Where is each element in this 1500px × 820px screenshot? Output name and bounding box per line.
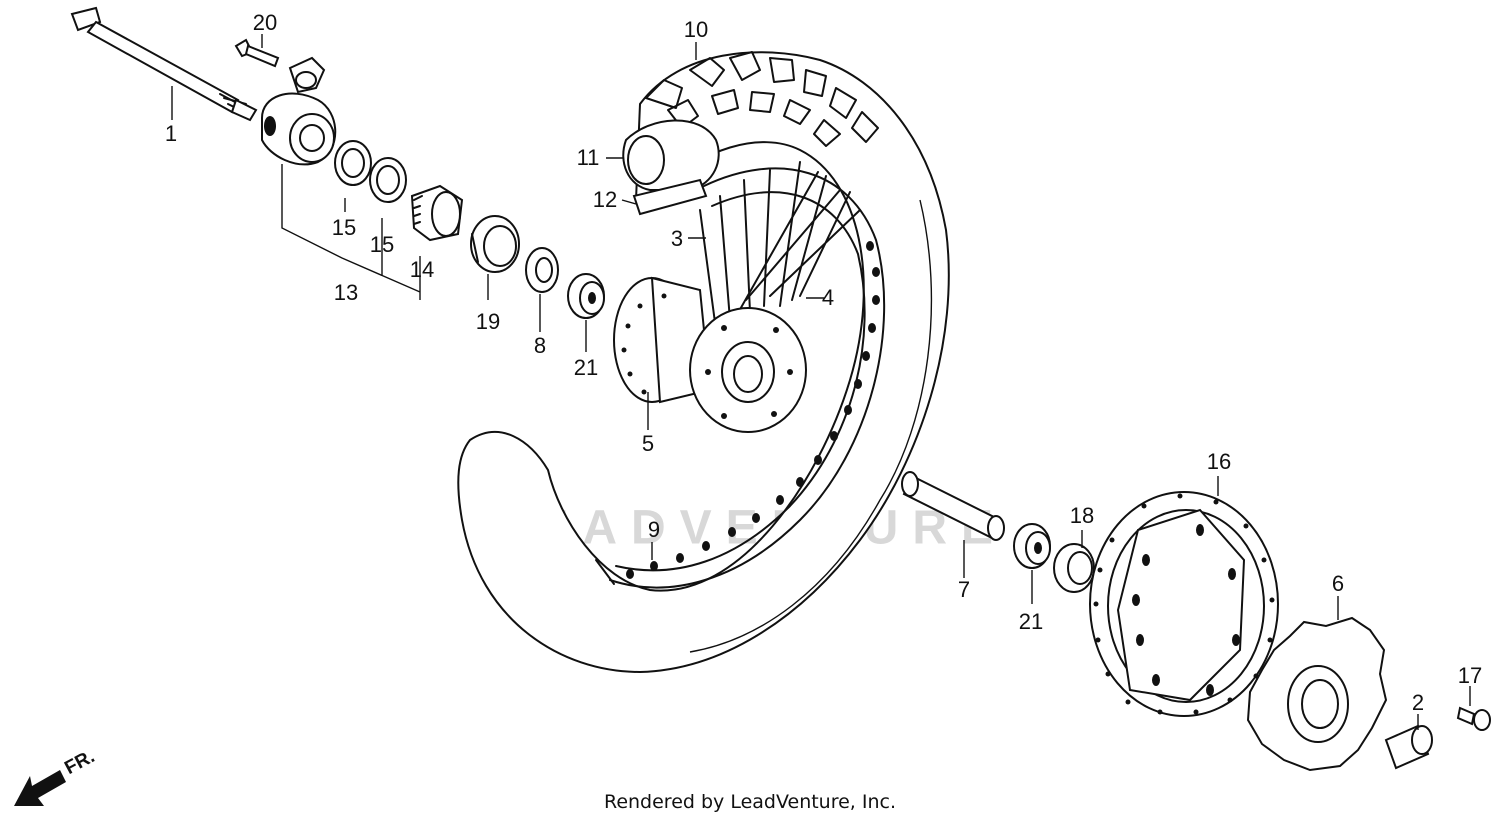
axle-part: [70, 6, 258, 122]
callout-20: 20: [252, 10, 278, 35]
callout-1: 1: [164, 121, 178, 146]
distance-collar-part: [901, 471, 1005, 541]
callout-18: 18: [1069, 503, 1095, 528]
tire-part: [457, 51, 950, 674]
callout-5: 5: [641, 431, 655, 456]
retainer-part: [525, 247, 559, 293]
bolt-part: [234, 38, 280, 68]
footer-credit: Rendered by LeadVenture, Inc.: [603, 791, 897, 813]
washer-part-b: [369, 157, 407, 203]
callout-15-b: 15: [369, 232, 395, 257]
bearing-part-left: [567, 273, 605, 319]
callout-17: 17: [1457, 663, 1483, 688]
callout-2: 2: [1411, 690, 1425, 715]
callout-11: 11: [576, 145, 600, 170]
callout-10: 10: [683, 17, 709, 42]
callout-15-a: 15: [331, 215, 357, 240]
speedometer-gearbox-part: [261, 56, 337, 166]
callout-7: 7: [957, 577, 971, 602]
callout-21-left: 21: [573, 355, 599, 380]
callout-12: 12: [592, 187, 618, 212]
callout-21-right: 21: [1018, 609, 1044, 634]
callout-3: 3: [670, 226, 684, 251]
collar-part: [1384, 724, 1433, 770]
callout-4: 4: [821, 285, 835, 310]
hub-part: [613, 276, 807, 433]
rim-part: [595, 167, 886, 589]
tube-part: [622, 119, 720, 191]
dust-seal-part-right: [1053, 543, 1095, 593]
callout-9: 9: [647, 517, 661, 542]
callout-6: 6: [1331, 571, 1345, 596]
callout-14: 14: [409, 257, 435, 282]
callout-19: 19: [475, 309, 501, 334]
spokes-part: [699, 161, 861, 331]
gear-part: [410, 184, 464, 242]
drive-plate-part: [1246, 616, 1388, 772]
brake-disc-part: [1089, 491, 1279, 717]
bearing-part-right: [1013, 523, 1051, 569]
washer-part-a: [334, 140, 372, 186]
callout-16: 16: [1206, 449, 1232, 474]
front-arrow-icon: [14, 770, 66, 806]
rim-band-part: [632, 178, 708, 216]
callout-8: 8: [533, 333, 547, 358]
dust-seal-part: [470, 215, 520, 273]
callout-13: 13: [333, 280, 359, 305]
bolt-part-right: [1456, 706, 1491, 731]
